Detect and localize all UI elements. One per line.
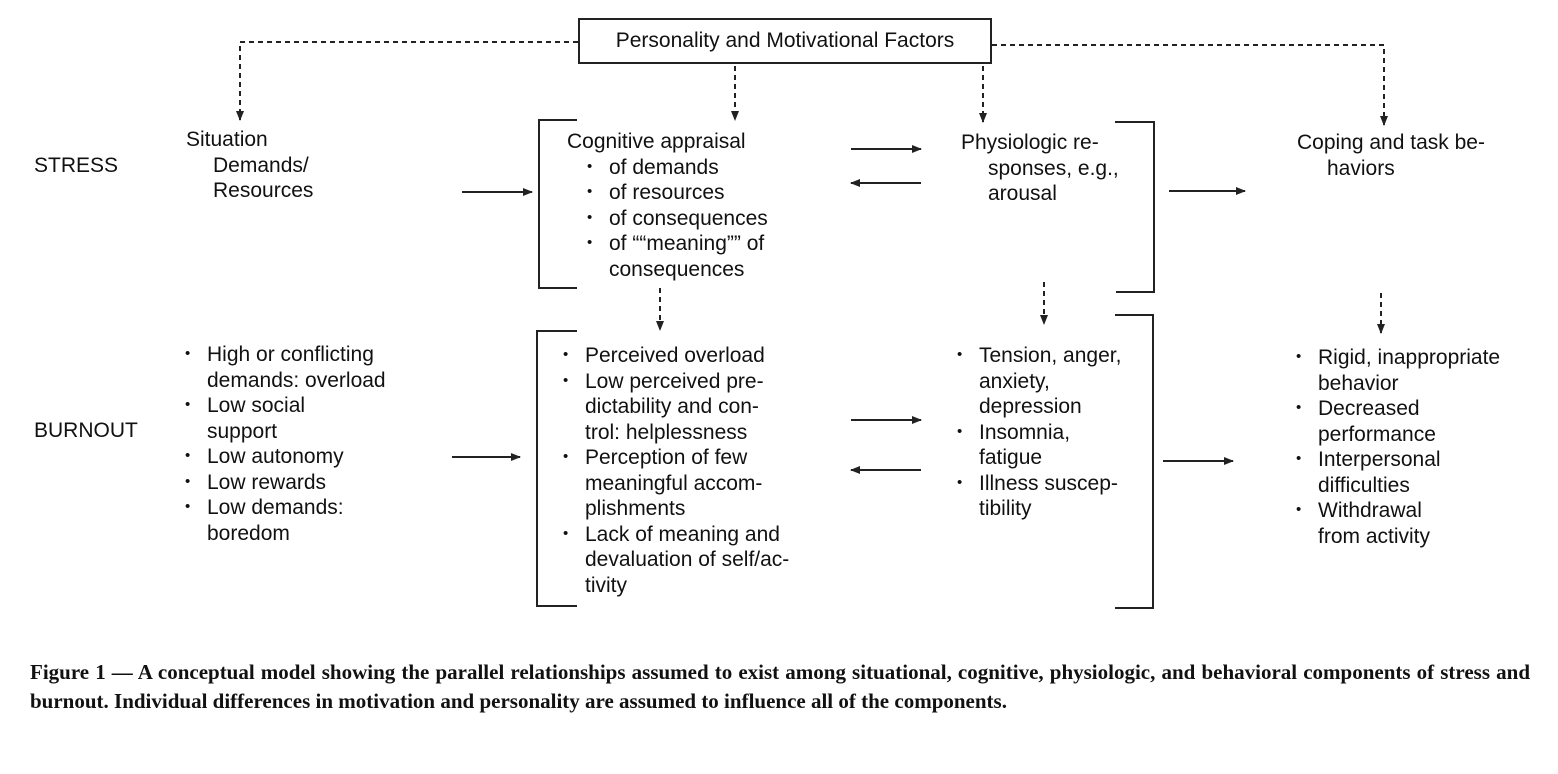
stress-physiologic-line: Physiologic re- <box>961 131 1099 154</box>
list-item-continuation: depression <box>979 395 1082 418</box>
list-item: Interpersonal <box>1296 446 1500 473</box>
list-item: Low perceived pre- <box>563 368 789 395</box>
list-item-continuation: meaningful accom- <box>585 471 763 495</box>
list-item: Low social <box>185 392 386 419</box>
stress-situation-line: Demands/ <box>213 153 309 177</box>
list-item: Insomnia, <box>957 419 1121 446</box>
list-item-continuation: fatigue <box>979 446 1043 469</box>
stress-physiologic-block: Physiologic re- sponses, e.g., arousal <box>961 130 1119 207</box>
stress-coping-line: haviors <box>1327 156 1395 180</box>
stress-situation-line: Resources <box>213 179 314 202</box>
list-item-continuation: difficulties <box>1318 473 1410 497</box>
burnout-row-label: BURNOUT <box>34 419 138 442</box>
stress-situation-line: Situation <box>186 128 268 151</box>
stress-row-label: STRESS <box>34 154 119 177</box>
list-item: Low autonomy <box>185 443 386 470</box>
list-item: Withdrawal <box>1296 497 1500 524</box>
list-item: of ““meaning”” of <box>587 230 768 257</box>
influence-line-situation <box>236 41 578 121</box>
top-factor-label: Personality and Motivational Factors <box>615 29 955 52</box>
list-item-continuation: boredom <box>207 521 290 545</box>
list-item-continuation: tibility <box>979 497 1032 520</box>
list-item: Low demands: <box>185 494 386 521</box>
list-item-continuation: dictability and con- <box>585 395 759 418</box>
list-item-continuation: consequences <box>609 257 745 281</box>
list-item: Perceived overload <box>563 342 789 369</box>
list-item: Perception of few <box>563 444 789 471</box>
figure-caption: Figure 1 — A conceptual model showing th… <box>30 660 1530 713</box>
list-item-continuation: trol: helplessness <box>585 420 748 444</box>
influence-line-coping <box>992 44 1388 126</box>
burnout-situation-block: High or conflicting demands: overload Lo… <box>185 341 386 546</box>
stress-physiologic-line: sponses, e.g., <box>988 156 1119 180</box>
stress-coping-block: Coping and task be- haviors <box>1297 130 1485 181</box>
burnout-cognitive-block: Perceived overload Low perceived pre- di… <box>563 342 790 598</box>
stress-physiologic-bracket <box>1115 121 1155 293</box>
list-item-continuation: performance <box>1318 422 1436 446</box>
stress-physiologic-line: arousal <box>988 182 1057 205</box>
burnout-cognitive-bracket <box>536 330 577 607</box>
personality-motivational-factors-box: Personality and Motivational Factors <box>578 18 992 64</box>
list-item-continuation: from activity <box>1318 524 1431 548</box>
list-item: of resources <box>587 179 768 206</box>
list-item-continuation: demands: overload <box>207 368 386 392</box>
list-item: Low rewards <box>185 469 386 496</box>
list-item: Rigid, inappropriate <box>1296 344 1500 371</box>
list-item-continuation: support <box>207 419 278 443</box>
list-item-continuation: tivity <box>585 573 627 597</box>
list-item-continuation: plishments <box>585 497 686 520</box>
list-item-continuation: behavior <box>1318 371 1399 395</box>
stress-coping-line: Coping and task be- <box>1297 131 1485 154</box>
list-item: Tension, anger, <box>957 342 1121 369</box>
stress-cognitive-block: Cognitive appraisal of demands of resour… <box>567 129 768 282</box>
list-item-continuation: anxiety, <box>979 369 1050 393</box>
list-item: of consequences <box>587 205 768 232</box>
list-item-continuation: devaluation of self/ac- <box>585 548 790 571</box>
list-item: of demands <box>587 154 768 181</box>
burnout-physiologic-bracket <box>1115 314 1154 609</box>
list-item: Decreased <box>1296 395 1500 422</box>
stress-cognitive-bracket <box>538 119 577 289</box>
list-item: Illness suscep- <box>957 470 1121 497</box>
list-item: High or conflicting <box>185 341 386 368</box>
list-item: Lack of meaning and <box>563 521 789 548</box>
burnout-behavior-block: Rigid, inappropriate behavior Decreased … <box>1296 344 1500 549</box>
stress-situation-block: Situation Demands/ Resources <box>186 127 313 204</box>
burnout-physiologic-block: Tension, anger, anxiety, depression Inso… <box>957 342 1121 522</box>
stress-cognitive-heading: Cognitive appraisal <box>567 130 746 153</box>
